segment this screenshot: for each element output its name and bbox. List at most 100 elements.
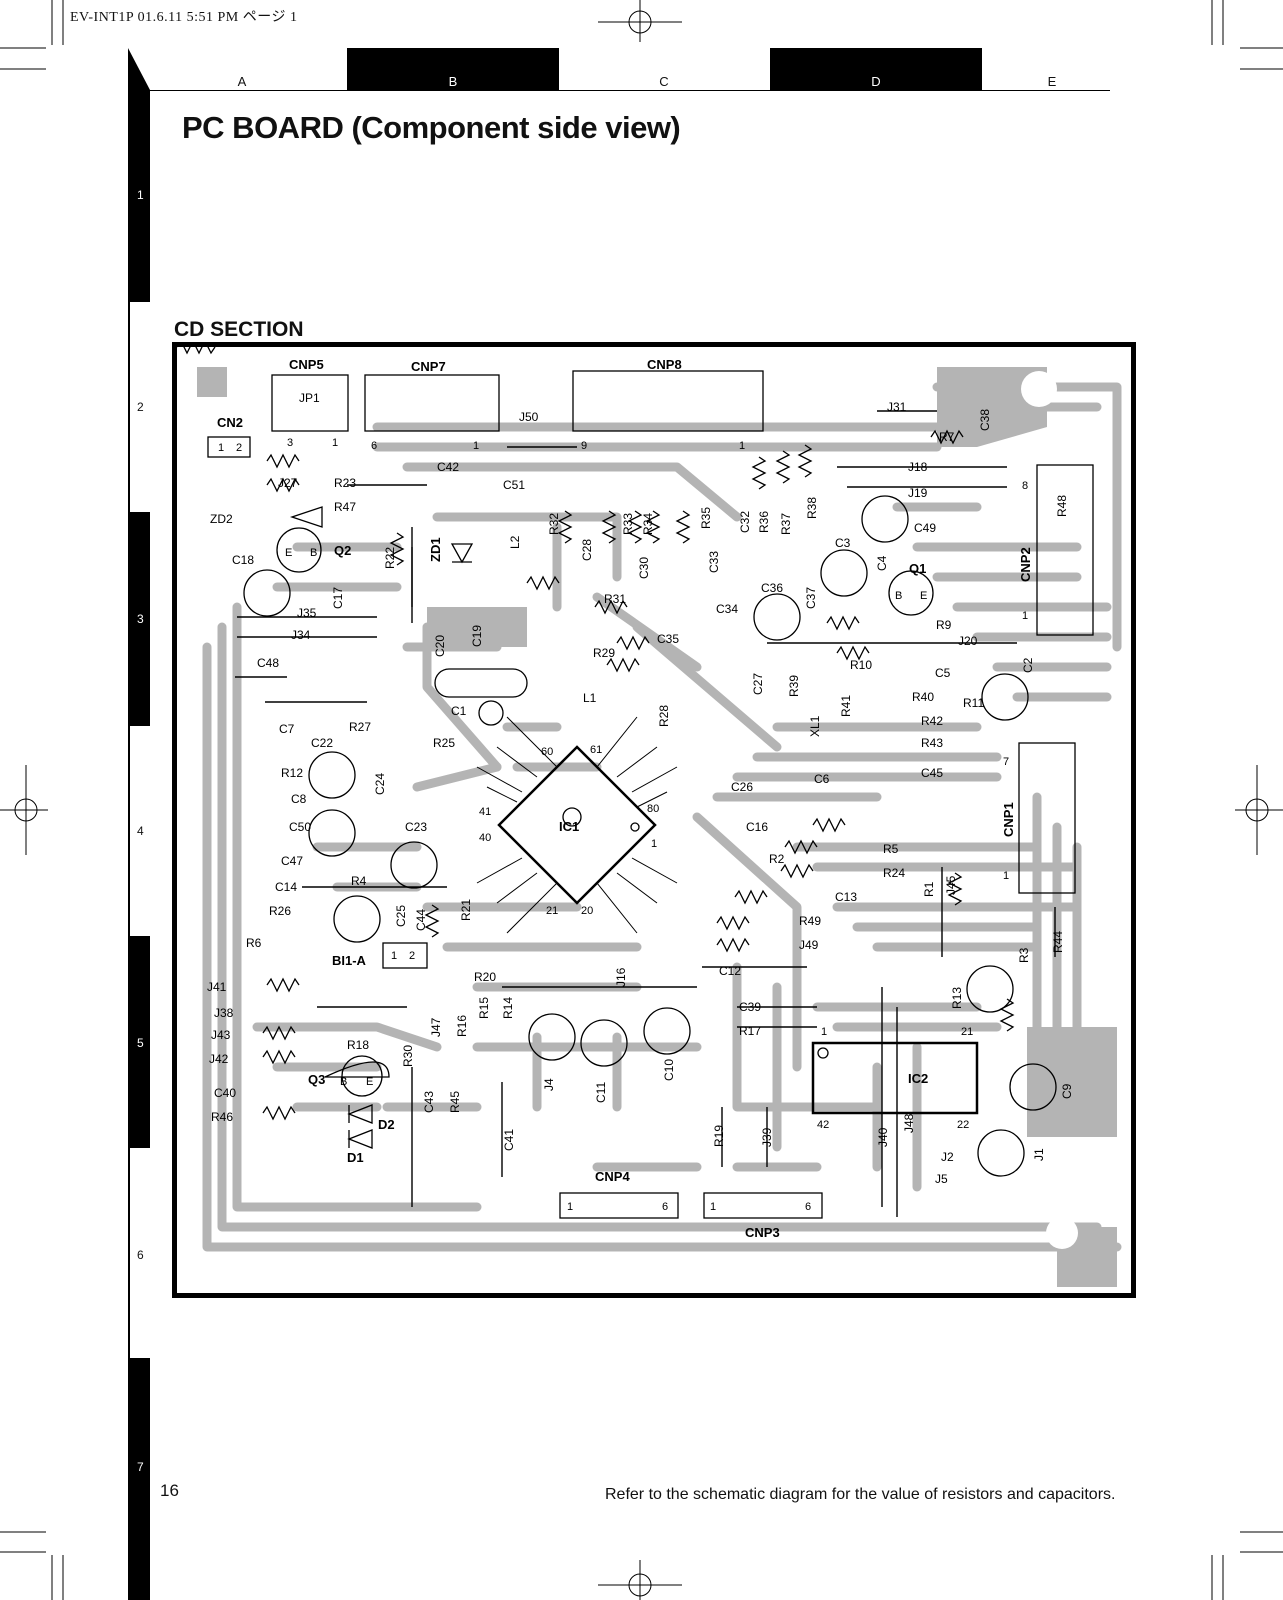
pin-number-1: 1 xyxy=(391,950,397,962)
cn2-outline xyxy=(207,436,251,458)
pin-number-9: 9 xyxy=(581,440,587,452)
pin-number-1: 1 xyxy=(1022,610,1028,622)
resistor-symbol xyxy=(716,937,750,953)
resistor-symbol xyxy=(751,456,767,490)
designator-r28: R28 xyxy=(657,705,671,727)
ic2-outline xyxy=(811,1041,979,1115)
designator-xl1: XL1 xyxy=(808,715,822,737)
designator-j50: J50 xyxy=(519,410,539,424)
pin-number-61: 61 xyxy=(590,744,602,756)
resistor-symbol xyxy=(606,657,640,673)
resistor-symbol xyxy=(930,429,964,445)
pin-number-21: 21 xyxy=(961,1026,973,1038)
designator-r41: R41 xyxy=(839,695,853,717)
designator-bold-bi1-a: BI1-A xyxy=(332,953,367,968)
resistor-symbol xyxy=(594,599,628,615)
pin-number-1: 1 xyxy=(1003,870,1009,882)
designator-bold-q3: Q3 xyxy=(308,1072,325,1087)
designator-j18: J18 xyxy=(908,460,928,474)
designator-c34: C34 xyxy=(716,602,738,616)
designator-c19: C19 xyxy=(470,625,484,647)
designator-c5: C5 xyxy=(935,666,951,680)
resistor-symbol xyxy=(266,977,300,993)
designator-j48: J48 xyxy=(902,1113,916,1133)
section-title: CD SECTION xyxy=(174,318,304,341)
pin-number-60: 60 xyxy=(541,746,553,758)
designator-zd2: ZD2 xyxy=(210,512,233,526)
designator-r31: R31 xyxy=(604,592,626,606)
designator-r48: R48 xyxy=(1055,495,1069,517)
designator-bold-d1: D1 xyxy=(347,1150,364,1165)
designator-r7: R7 xyxy=(939,430,955,444)
designator-c26: C26 xyxy=(731,780,753,794)
designator-r32: R32 xyxy=(547,513,561,535)
pin-number-1: 1 xyxy=(218,442,224,454)
designator-j40: J40 xyxy=(876,1127,890,1147)
resistor-symbol xyxy=(836,645,870,661)
designator-r5: R5 xyxy=(883,842,899,856)
resistor-symbol xyxy=(262,1105,296,1121)
resistor-symbol xyxy=(266,453,300,469)
designator-r42: R42 xyxy=(921,714,943,728)
designator-c45: C45 xyxy=(921,766,943,780)
designator-r20: R20 xyxy=(474,970,496,984)
designator-c17: C17 xyxy=(331,587,345,609)
column-band-b xyxy=(347,48,559,90)
designator-c3: C3 xyxy=(835,536,851,550)
pin-number-3: 3 xyxy=(287,437,293,449)
pin-number-1: 1 xyxy=(473,440,479,452)
resistor-symbol xyxy=(262,1049,296,1065)
resistor-symbol xyxy=(616,635,650,651)
designator-jp1: JP1 xyxy=(299,391,320,405)
designator-r15: R15 xyxy=(477,997,491,1019)
designator-bold-q2: Q2 xyxy=(334,543,351,558)
row-label-6: 6 xyxy=(137,1248,144,1262)
designator-r37: R37 xyxy=(779,513,793,535)
designator-r39: R39 xyxy=(787,675,801,697)
column-label-d: D xyxy=(871,74,881,89)
column-rule xyxy=(150,90,1110,91)
designator-j2: J2 xyxy=(941,1150,954,1164)
designator-j39: J39 xyxy=(760,1127,774,1147)
designator-j38: J38 xyxy=(214,1006,234,1020)
resistor-symbol xyxy=(389,532,405,566)
row-label-4: 4 xyxy=(137,824,144,838)
pin-number-40: 40 xyxy=(479,832,491,844)
resistor-symbol xyxy=(734,889,768,905)
designator-c33: C33 xyxy=(707,551,721,573)
designator-r44: R44 xyxy=(1051,931,1065,953)
designator-bold-zd1: ZD1 xyxy=(428,537,443,562)
designator-c1: C1 xyxy=(451,704,467,718)
pin-number-42: 42 xyxy=(817,1119,829,1131)
row-label-5: 5 xyxy=(137,1036,144,1050)
designator-r10: R10 xyxy=(850,658,872,672)
designator-bold-cn2: CN2 xyxy=(217,415,243,430)
resistor-symbol xyxy=(780,863,814,879)
designator-c50: C50 xyxy=(289,820,311,834)
designator-r46: R46 xyxy=(211,1110,233,1124)
resistor-symbol xyxy=(797,444,813,478)
resistor-symbol xyxy=(262,1025,296,1041)
designator-c32: C32 xyxy=(738,511,752,533)
pcb-layout: CNP5CNP7CNP8CN2Q2ZD1Q1CNP2CNP1IC1BI1-AQ3… xyxy=(177,347,1122,1287)
mounting-holes xyxy=(1021,371,1078,1249)
designator-r4: R4 xyxy=(351,874,367,888)
designator-c6: C6 xyxy=(814,772,830,786)
print-stamp: EV-INT1P 01.6.11 5:51 PM ページ 1 xyxy=(70,10,298,25)
pin-number-8: 8 xyxy=(1022,480,1028,492)
pin-number-6: 6 xyxy=(662,1201,668,1213)
pin-number-e: E xyxy=(285,547,292,559)
pin-number-6: 6 xyxy=(805,1201,811,1213)
cnp1-outline xyxy=(1018,742,1076,894)
row-label-2: 2 xyxy=(137,400,144,414)
designator-c39: C39 xyxy=(739,1000,761,1014)
designator-r1: R1 xyxy=(922,881,936,897)
row-label-1: 1 xyxy=(137,188,144,202)
designator-r29: R29 xyxy=(593,646,615,660)
designator-bold-cnp2: CNP2 xyxy=(1018,547,1033,582)
designator-c41: C41 xyxy=(502,1129,516,1151)
pin-number-b: B xyxy=(340,1076,347,1088)
pin-number-80: 80 xyxy=(647,803,659,815)
